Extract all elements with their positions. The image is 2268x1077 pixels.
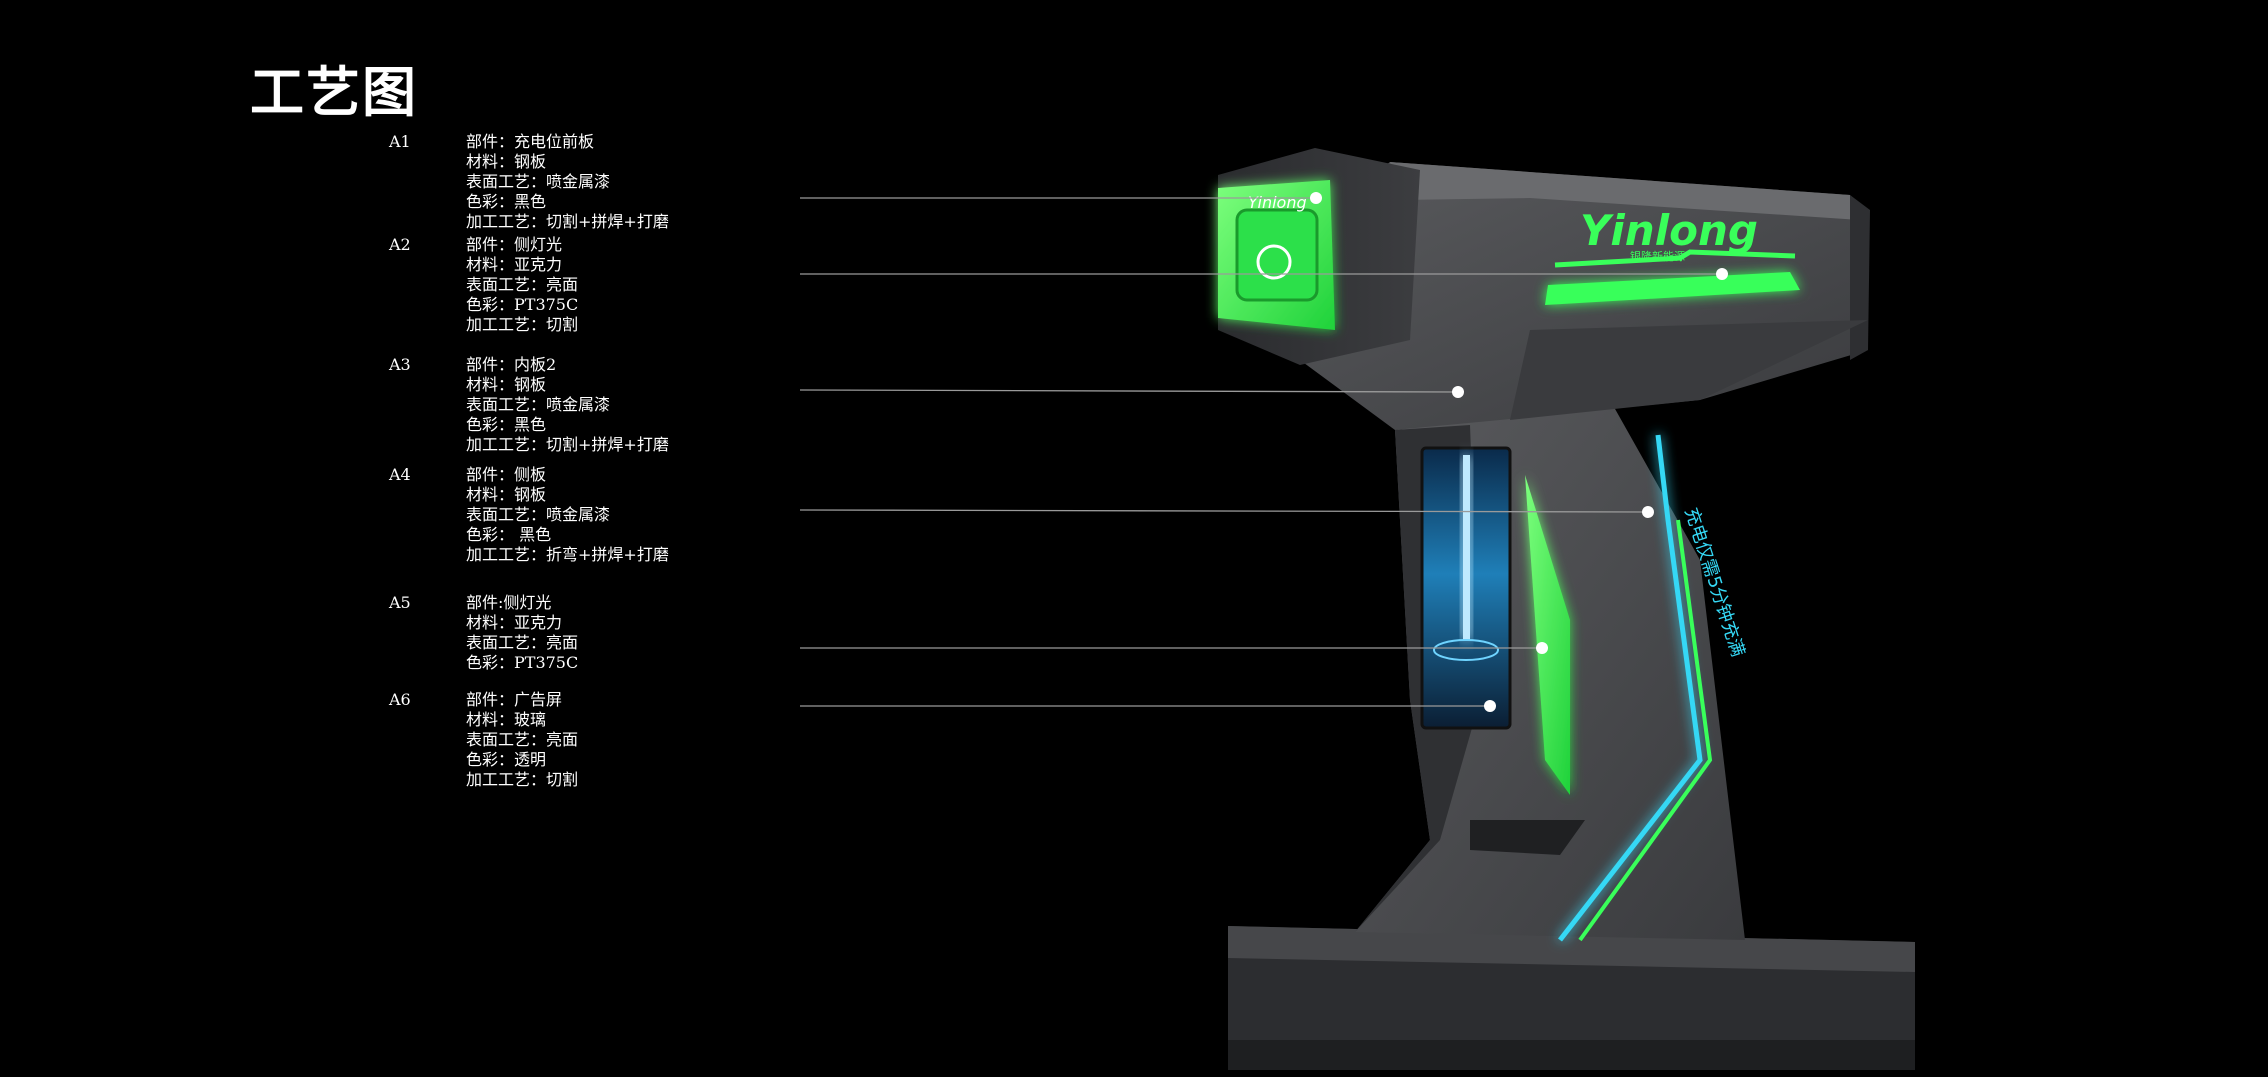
head-accent-stripe [1554, 249, 1796, 268]
spec-line: 表面工艺：喷金属漆 [466, 505, 611, 524]
callout-dot-a1 [1310, 192, 1322, 204]
callout-dot-a3 [1452, 386, 1464, 398]
spec-line: 表面工艺：亮面 [466, 633, 579, 652]
spec-line: 加工工艺：折弯+拼焊+打磨 [466, 545, 669, 564]
spec-code: A3 [389, 355, 411, 374]
panel-logo: Yinlong [1248, 193, 1307, 212]
spec-line: 材料：玻璃 [466, 710, 547, 729]
spec-line: 表面工艺：喷金属漆 [466, 172, 611, 191]
charge-panel: Yinlong [1218, 148, 1420, 365]
stand-green-stripe [1578, 519, 1713, 942]
spec-line: 部件：内板2 [466, 355, 557, 374]
stand-cyan-stripe [1558, 434, 1703, 942]
spec-line: 材料：钢板 [466, 152, 547, 171]
spec-line: 表面工艺：亮面 [466, 730, 579, 749]
spec-line: 表面工艺：喷金属漆 [466, 395, 611, 414]
spec-line: 色彩：透明 [466, 750, 547, 769]
callout-dot-a6 [1484, 700, 1496, 712]
spec-code: A6 [389, 690, 411, 709]
spec-line: 加工工艺：切割 [466, 315, 579, 334]
callout-dot-a2 [1716, 268, 1728, 280]
spec-line: 色彩：黑色 [466, 192, 547, 211]
spec-line: 部件:侧灯光 [466, 593, 552, 612]
callout-dot-a4 [1642, 506, 1654, 518]
spec-line: 部件：充电位前板 [466, 132, 595, 151]
spec-line: 表面工艺：亮面 [466, 275, 579, 294]
stand-side-light [1525, 475, 1570, 795]
spec-code: A4 [389, 465, 411, 484]
spec-line: 加工工艺：切割+拼焊+打磨 [466, 212, 669, 231]
spec-code: A5 [389, 593, 411, 612]
ad-screen [1420, 446, 1512, 730]
spec-line: 部件：侧灯光 [466, 235, 563, 254]
callout-dot-a5 [1536, 642, 1548, 654]
spec-line: 部件：侧板 [466, 465, 547, 484]
brand-logo: Yinlong [1580, 206, 1758, 255]
spec-code: A1 [389, 132, 411, 151]
spec-line: 部件：广告屏 [466, 690, 563, 709]
spec-line: 加工工艺：切割+拼焊+打磨 [466, 435, 669, 454]
base-plinth [1228, 926, 1915, 1070]
spec-line: 色彩： 黑色 [466, 525, 552, 544]
spec-line: 色彩：PT375C [466, 653, 579, 672]
spec-code: A2 [389, 235, 411, 254]
spec-line: 色彩：PT375C [466, 295, 579, 314]
leader-line-a3 [799, 389, 1459, 393]
spec-line: 材料：钢板 [466, 375, 547, 394]
leader-line-a4 [799, 509, 1649, 513]
page-title: 工艺图 [250, 61, 418, 124]
spec-line: 材料：亚克力 [466, 613, 563, 632]
spec-line: 材料：钢板 [466, 485, 547, 504]
spec-line: 色彩：黑色 [466, 415, 547, 434]
spec-line: 加工工艺：切割 [466, 770, 579, 789]
spec-line: 材料：亚克力 [466, 255, 563, 274]
head-side-light [1545, 272, 1800, 305]
